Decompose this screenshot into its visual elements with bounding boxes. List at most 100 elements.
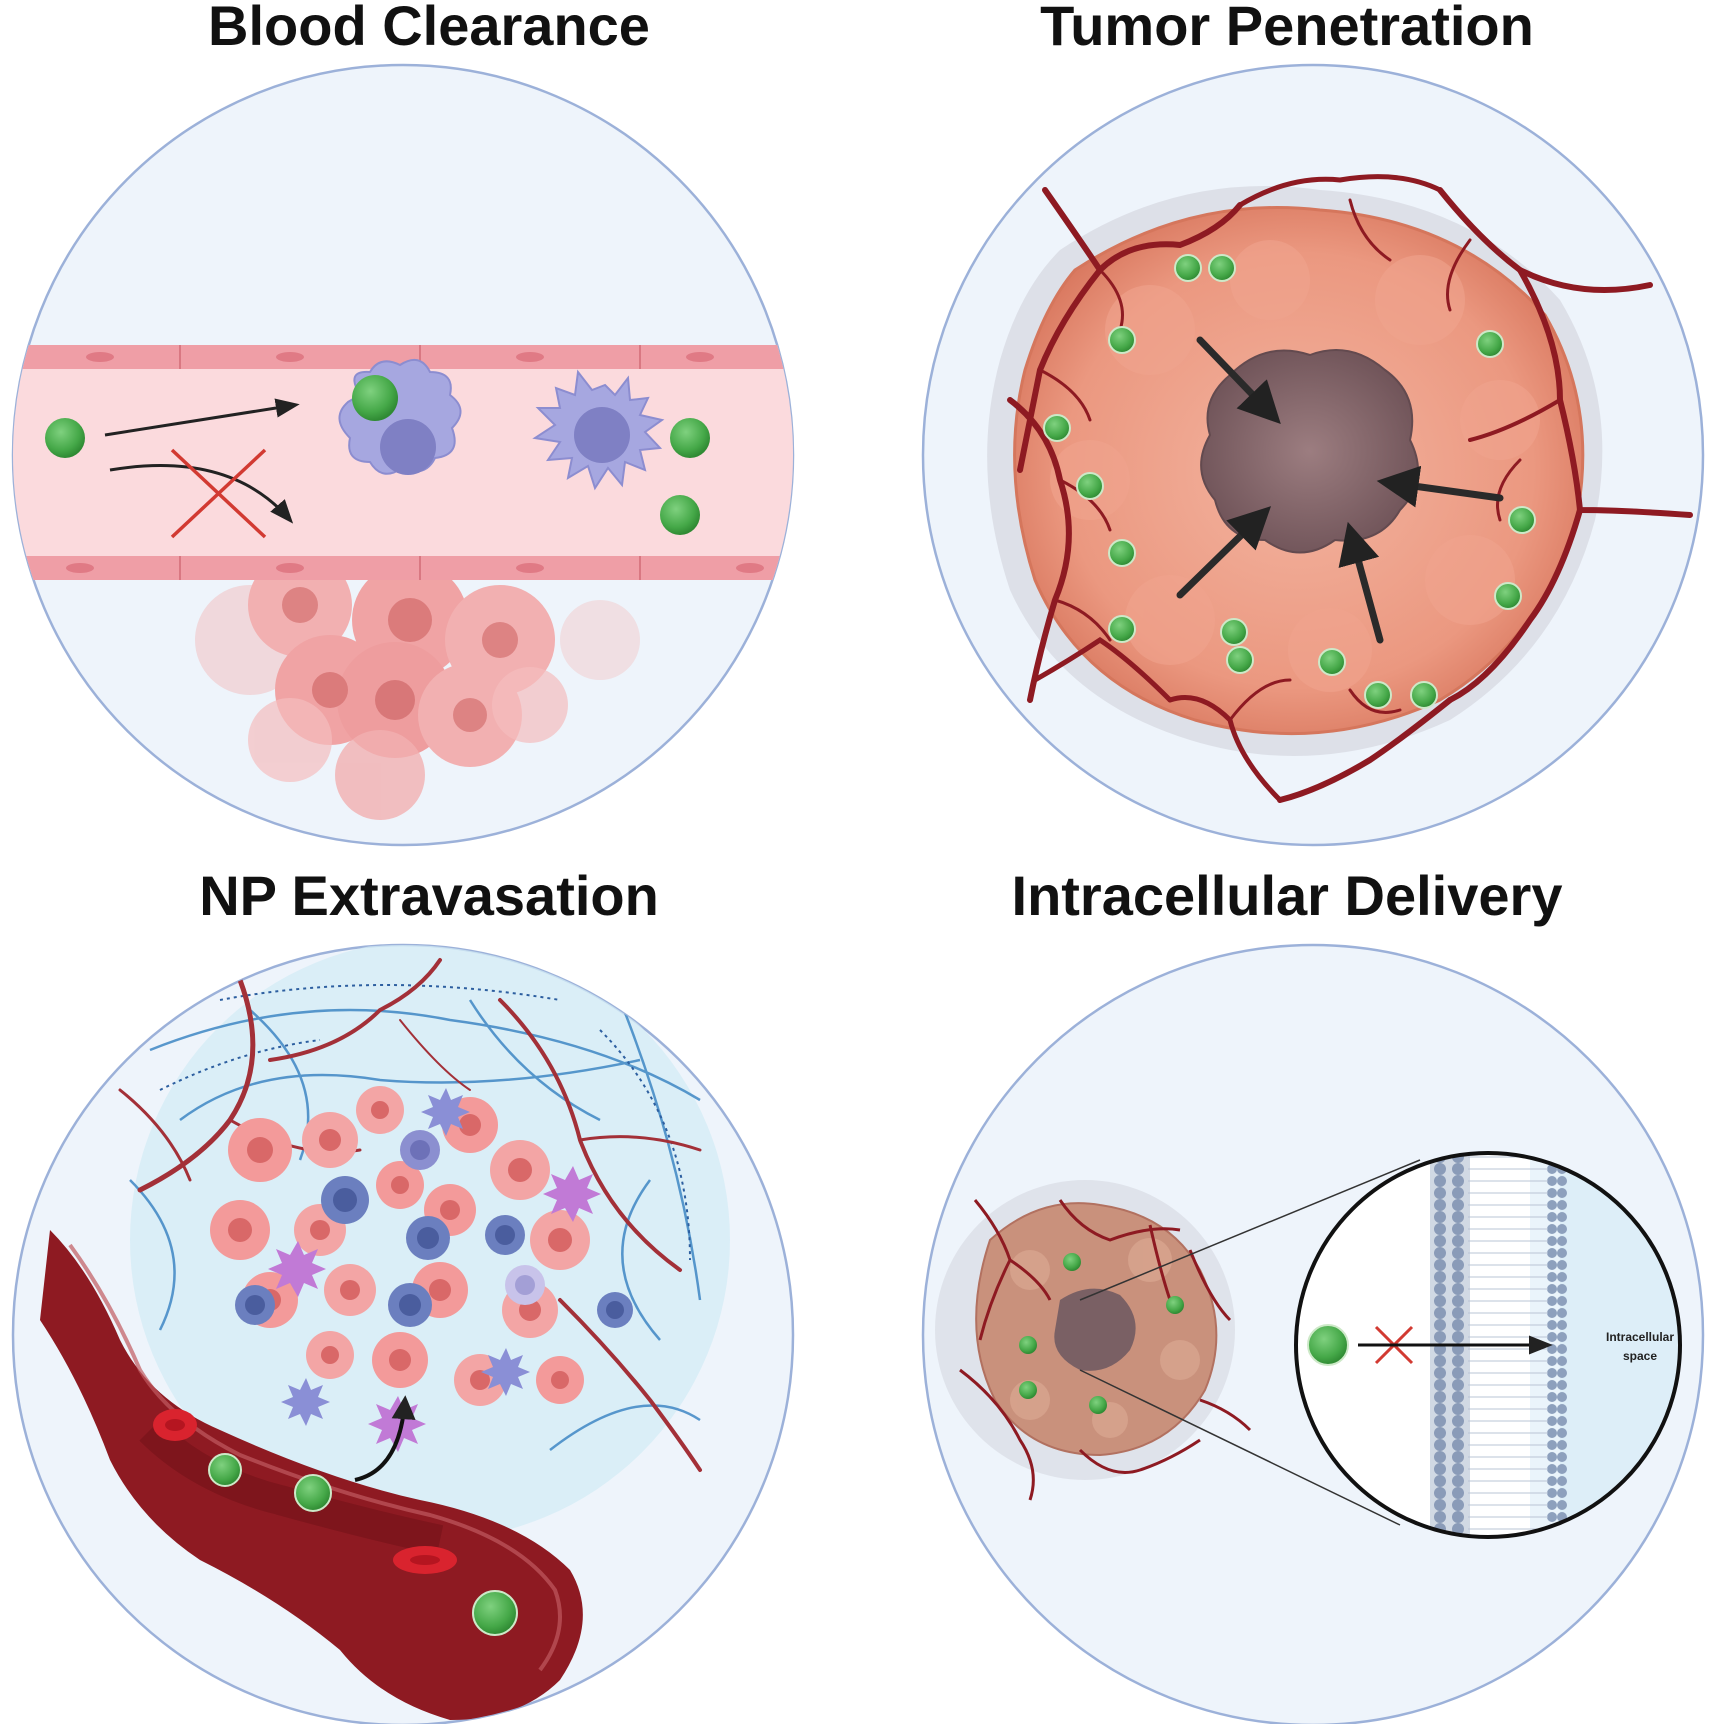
nanoparticle: [1307, 1324, 1349, 1366]
lipid-head: [1547, 1416, 1557, 1426]
lipid-head: [1434, 1199, 1446, 1211]
lipid-head: [1452, 1475, 1464, 1487]
lipid-head: [1557, 1368, 1567, 1378]
lipid-head: [1452, 1511, 1464, 1523]
small-vessels: [118, 958, 702, 1472]
panel-tumor-penetration: [921, 63, 1705, 847]
title-intracellular-delivery: Intracellular Delivery: [1011, 864, 1563, 927]
lipid-head: [1434, 1391, 1446, 1403]
lipid-head: [1547, 1392, 1557, 1402]
lipid-head: [1547, 1332, 1557, 1342]
lipid-head: [1434, 1439, 1446, 1451]
intracellular-label-line1: Intracellular: [1606, 1330, 1674, 1344]
lipid-head: [1434, 1283, 1446, 1295]
lipid-head: [1547, 1284, 1557, 1294]
lipid-head: [1452, 1451, 1464, 1463]
lipid-head: [1547, 1176, 1557, 1186]
lipid-head: [1434, 1331, 1446, 1343]
lipid-head: [1452, 1439, 1464, 1451]
lipid-head: [1434, 1403, 1446, 1415]
lipid-head: [1452, 1415, 1464, 1427]
inward-arrows: [1176, 336, 1504, 644]
lipid-head: [1434, 1367, 1446, 1379]
lipid-head: [1434, 1187, 1446, 1199]
lipid-head: [1452, 1487, 1464, 1499]
lipid-head: [1557, 1260, 1567, 1270]
small-tumor-vessels: [959, 1199, 1252, 1501]
lipid-head: [1452, 1403, 1464, 1415]
extravasation-arrow: [354, 1395, 416, 1482]
lipid-head: [1557, 1392, 1567, 1402]
lipid-head: [1557, 1344, 1567, 1354]
lipid-head: [1547, 1404, 1557, 1414]
nanoparticle: [208, 1453, 242, 1487]
panel-intracellular-delivery: /* placeholder for static content */ Int…: [921, 943, 1705, 1724]
immune-cells: [235, 1130, 633, 1328]
lipid-head: [1434, 1415, 1446, 1427]
lipid-head: [1452, 1199, 1464, 1211]
lipid-head: [1547, 1512, 1557, 1522]
lipid-head: [1547, 1488, 1557, 1498]
lipid-head: [1547, 1476, 1557, 1486]
lipid-head: [1557, 1428, 1567, 1438]
title-blood-clearance: Blood Clearance: [208, 0, 650, 57]
lipid-head: [1557, 1236, 1567, 1246]
lipid-head: [1452, 1175, 1464, 1187]
lipid-head: [1547, 1500, 1557, 1510]
lipid-head: [1452, 1187, 1464, 1199]
lipid-head: [1557, 1440, 1567, 1450]
lipid-head: [1452, 1223, 1464, 1235]
vessel-wall-bottom: [13, 556, 793, 580]
lipid-head: [1452, 1523, 1464, 1535]
lipid-head: [1452, 1463, 1464, 1475]
lipid-head: [1452, 1379, 1464, 1391]
title-np-extravasation: NP Extravasation: [199, 864, 659, 927]
lipid-head: [1434, 1175, 1446, 1187]
tumor-vasculature: [1007, 174, 1693, 803]
lipid-head: [1547, 1440, 1557, 1450]
lipid-head: [1547, 1260, 1557, 1270]
lipid-head: [1557, 1200, 1567, 1210]
zoom-line: [1079, 1369, 1401, 1526]
lipid-head: [1434, 1295, 1446, 1307]
lipid-head: [1434, 1511, 1446, 1523]
lipid-head: [1434, 1223, 1446, 1235]
lipid-head: [1452, 1355, 1464, 1367]
lipid-head: [1434, 1259, 1446, 1271]
lipid-head: [1547, 1236, 1557, 1246]
lipid-head: [1452, 1307, 1464, 1319]
dendritic-cell: [532, 369, 665, 491]
dendritic-cells: [268, 1166, 601, 1452]
red-blood-cells: [153, 1409, 457, 1574]
lipid-head: [1452, 1163, 1464, 1175]
lipid-head: [1557, 1404, 1567, 1414]
lipid-head: [1557, 1380, 1567, 1390]
nanoparticle: [472, 1590, 518, 1636]
lipid-head: [1557, 1356, 1567, 1366]
lipid-head: [1434, 1499, 1446, 1511]
lipid-head: [1547, 1296, 1557, 1306]
lipid-head: [1452, 1319, 1464, 1331]
lipid-head: [1557, 1188, 1567, 1198]
lipid-head: [1434, 1475, 1446, 1487]
nanoparticle: [660, 495, 700, 535]
lipid-head: [1547, 1272, 1557, 1282]
lipid-head: [1547, 1368, 1557, 1378]
lipid-head: [1434, 1307, 1446, 1319]
nanoparticle: [670, 418, 710, 458]
intracellular-label-line2: space: [1623, 1349, 1657, 1363]
lipid-head: [1547, 1212, 1557, 1222]
lipid-head: [1434, 1355, 1446, 1367]
lipid-head: [1434, 1379, 1446, 1391]
lipid-head: [1434, 1247, 1446, 1259]
lipid-head: [1452, 1427, 1464, 1439]
lipid-head: [1557, 1488, 1567, 1498]
arrow-curved: [109, 464, 294, 524]
lipid-head: [1434, 1427, 1446, 1439]
lipid-head: [1557, 1320, 1567, 1330]
small-tumor-core: [1054, 1288, 1136, 1371]
nanoparticle: [294, 1474, 332, 1512]
spiky-immune-cells: [281, 1088, 530, 1426]
arrow: [104, 398, 300, 437]
lipid-head: [1434, 1487, 1446, 1499]
